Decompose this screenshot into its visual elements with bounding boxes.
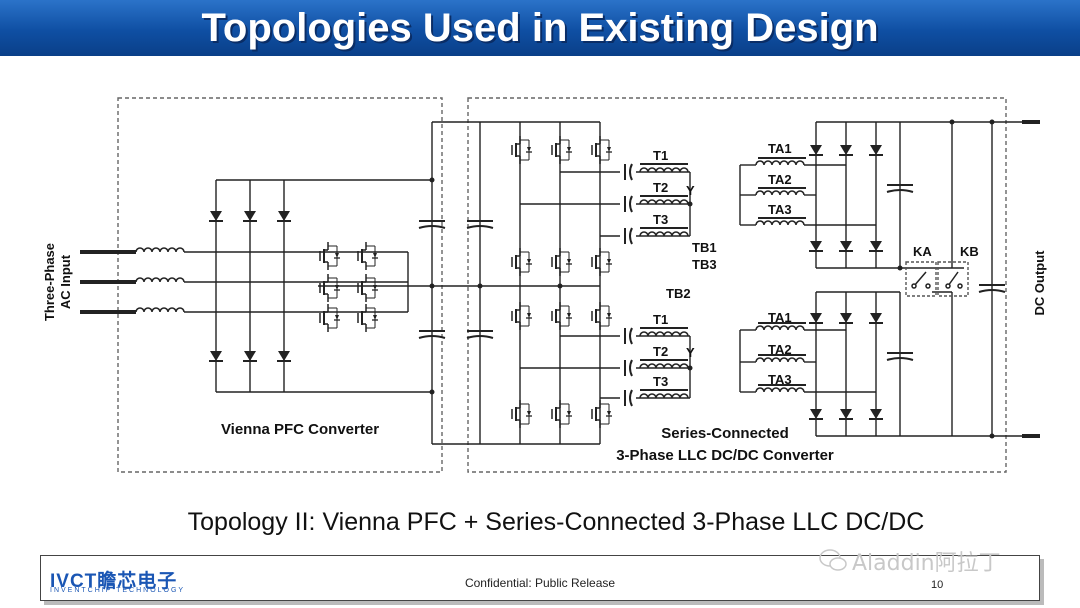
llc-box (467, 97, 1007, 473)
slide-caption: Topology II: Vienna PFC + Series-Connect… (187, 508, 925, 536)
transformer-t1-bottom: T1 (653, 312, 668, 327)
ta3-bottom: TA3 (768, 372, 792, 387)
ta1-bottom: TA1 (768, 310, 792, 325)
pfc-box (117, 97, 443, 473)
topology-diagram: Three-Phase AC Input DC Output Vienna PF… (42, 97, 1047, 473)
ta1-top: TA1 (768, 141, 792, 156)
title-bar (0, 0, 1080, 56)
input-label-line2: AC Input (58, 254, 73, 309)
tb2-label: TB2 (666, 286, 691, 301)
company-logo: IVCT瞻芯电子 (50, 571, 178, 592)
transformer-t1-top: T1 (653, 148, 668, 163)
output-label: DC Output (1032, 250, 1047, 316)
confidential-notice: Confidential: Public Release (464, 576, 616, 590)
llc-label-line1: Series-Connected (661, 425, 789, 442)
input-label-line1: Three-Phase (42, 243, 57, 321)
transformer-t3-bottom: T3 (653, 374, 668, 389)
switch-kb-label: KB (960, 244, 979, 259)
llc-label-line2: 3-Phase LLC DC/DC Converter (616, 447, 834, 464)
ta2-bottom: TA2 (768, 342, 792, 357)
transformer-t3-top: T3 (653, 212, 668, 227)
pfc-label: Vienna PFC Converter (221, 421, 379, 438)
y-connection-bottom: Y (686, 345, 695, 360)
switch-ka-label: KA (913, 244, 932, 259)
company-logo-subtext: INVENTCHIP TECHNOLOGY (50, 587, 186, 594)
slide-title: Topologies Used in Existing Design (201, 6, 879, 50)
watermark-text: Aladdin阿拉丁 (852, 551, 1001, 576)
tb1-label: TB1 (692, 240, 717, 255)
ta3-top: TA3 (768, 202, 792, 217)
tb3-label: TB3 (692, 257, 717, 272)
footer-box (40, 555, 1040, 601)
wechat-watermark-icon (819, 549, 847, 571)
transformer-t2-top: T2 (653, 180, 668, 195)
transformer-t2-bottom: T2 (653, 344, 668, 359)
ta2-top: TA2 (768, 172, 792, 187)
y-connection-top: Y (686, 183, 695, 198)
page-number: 10 (931, 579, 944, 591)
